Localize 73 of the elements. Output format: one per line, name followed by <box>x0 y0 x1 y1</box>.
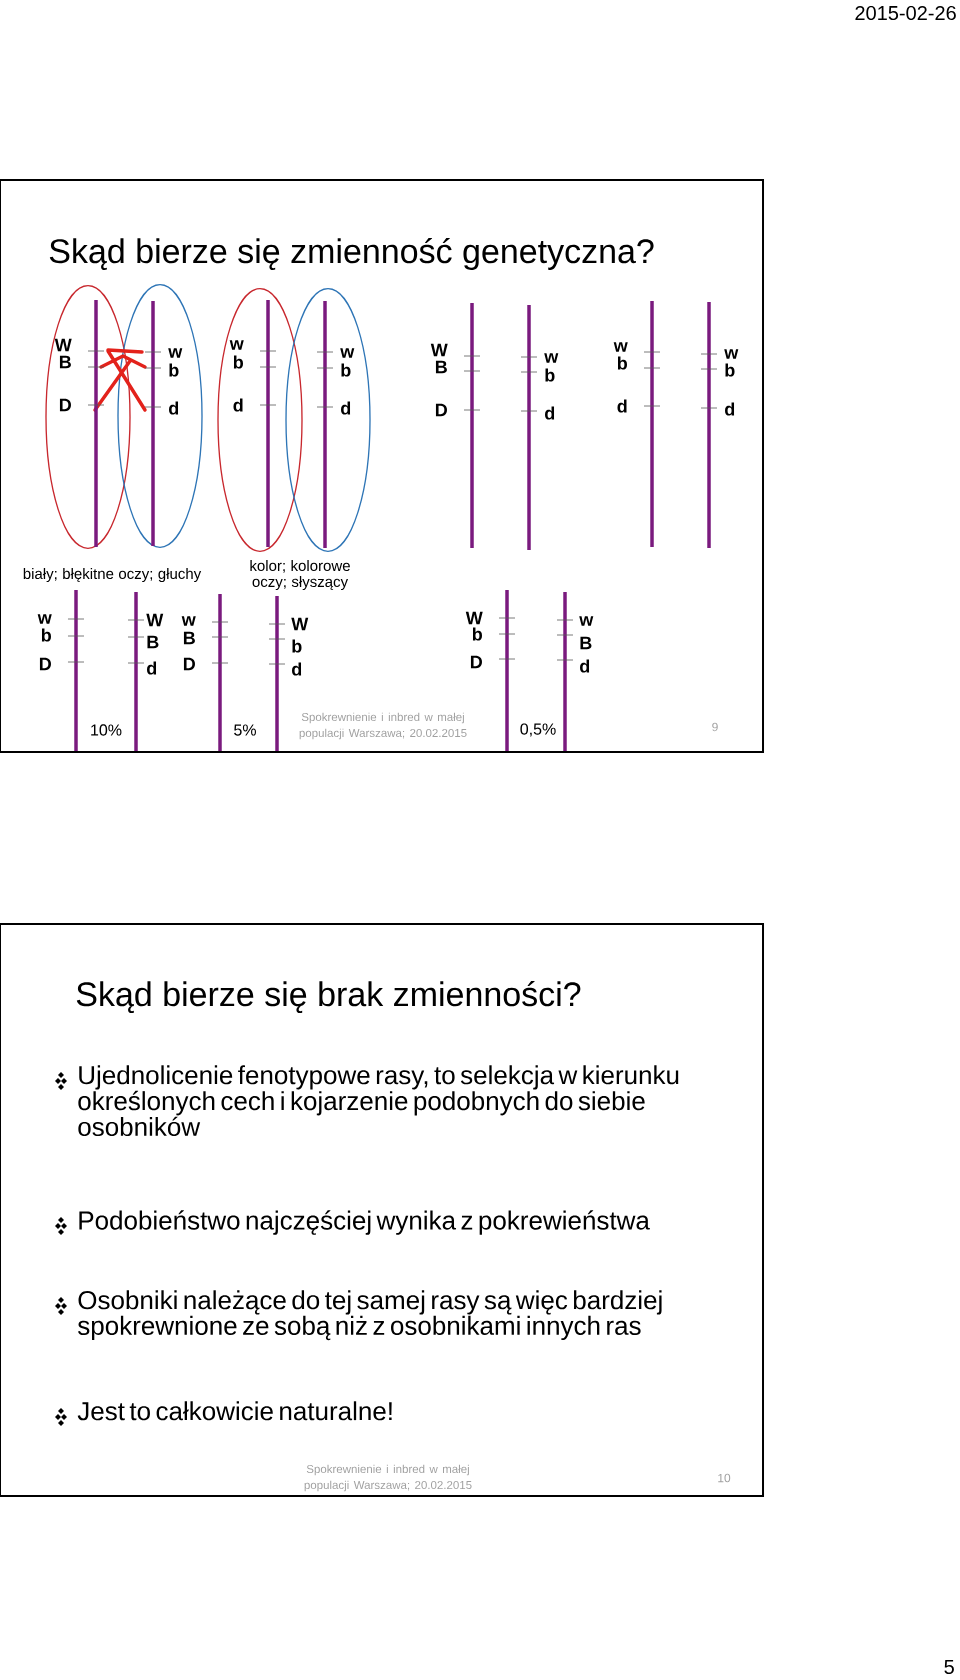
allele-label: d <box>725 402 735 416</box>
chromosome <box>67 590 85 751</box>
chromosome <box>463 303 481 548</box>
allele-label: b <box>725 363 735 377</box>
allele-label: d <box>545 406 555 420</box>
allele-label: w <box>37 614 52 624</box>
page-number: 9 <box>712 722 718 732</box>
allele-label: d <box>341 401 351 415</box>
chromosome <box>498 590 516 751</box>
percentage-text: 0,5% <box>520 723 556 737</box>
chromosome <box>87 300 105 547</box>
allele-label: b <box>341 363 351 377</box>
allele-label: D <box>470 655 482 669</box>
chromosome <box>520 305 538 550</box>
allele-label: W <box>465 611 483 625</box>
date-text: 2015-02-26 <box>855 5 956 21</box>
chromosome <box>127 592 145 751</box>
allele-label: d <box>169 401 179 415</box>
allele-label: b <box>472 627 482 641</box>
allele-label: w <box>724 349 739 359</box>
allele-label: D <box>39 657 51 671</box>
allele-label: B <box>59 355 71 369</box>
allele-label: B <box>183 631 195 645</box>
footer-text: Spokrewnienie i inbred w małej populacji Warszawa; 20.02.2015 <box>304 1464 472 1492</box>
bullet-text: Osobniki należące do tej samej rasy są więc bardziej spokrewnione ze sobą niż z osobnikami innych ras <box>78 1290 662 1341</box>
allele-label: w <box>181 616 196 626</box>
percentage-text: 10% <box>91 724 122 736</box>
bullet-text: Podobieństwo najczęściej wynika z pokrewieństwa <box>79 1210 650 1235</box>
allele-label: d <box>580 659 590 673</box>
allele-label: W <box>291 617 309 631</box>
allele-label: w <box>340 348 355 358</box>
allele-label: w <box>613 342 628 352</box>
allele-label: b <box>169 363 179 377</box>
slide-title: Skąd bierze się brak zmienności? <box>76 980 581 1014</box>
chromosome <box>259 300 277 547</box>
allele-label: b <box>617 356 627 370</box>
chromosome <box>211 594 229 751</box>
percentage-text: 5% <box>234 724 256 736</box>
phenotype-text: biały; błękitne oczy; głuchy <box>23 568 202 582</box>
allele-label: W <box>430 343 448 357</box>
chromosome <box>643 301 661 547</box>
allele-label: b <box>233 355 243 369</box>
allele-label: b <box>292 639 302 653</box>
allele-label: w <box>579 616 594 626</box>
page-number: 10 <box>718 1473 731 1483</box>
allele-label: d <box>617 399 627 413</box>
allele-label: w <box>544 353 559 363</box>
chromosome <box>700 302 718 548</box>
chromosome <box>144 301 162 546</box>
allele-label: D <box>435 403 447 417</box>
allele-label: w <box>168 348 183 358</box>
chromosome <box>556 592 574 751</box>
allele-label: W <box>54 338 72 352</box>
allele-label: b <box>545 368 555 382</box>
allele-label: d <box>233 398 243 412</box>
phenotype-text: kolor; kolorowe oczy; słyszący <box>250 560 350 590</box>
bullet-text: Ujednolicenie fenotypowe rasy, to selekcja w kierunku określonych cech i kojarzenie podobnych do siebie osobników <box>78 1065 679 1137</box>
footer-text: Spokrewnienie i inbred w małej populacji Warszawa; 20.02.2015 <box>299 712 467 740</box>
allele-label: B <box>580 636 592 650</box>
allele-label: B <box>147 635 159 649</box>
allele-label: d <box>292 662 302 676</box>
allele-label: d <box>147 661 157 675</box>
slide-title: Skąd bierze się zmienność genetyczna? <box>49 237 654 271</box>
page-number: 5 <box>944 1660 954 1674</box>
allele-label: b <box>41 628 51 642</box>
allele-label: D <box>59 398 71 412</box>
allele-label: W <box>146 613 164 627</box>
allele-label: B <box>435 360 447 374</box>
bullet-text: Jest to całkowicie naturalne! <box>77 1401 392 1421</box>
allele-label: w <box>229 340 244 350</box>
chromosome <box>316 301 334 548</box>
chromosome <box>268 596 286 751</box>
allele-label: D <box>183 657 195 671</box>
